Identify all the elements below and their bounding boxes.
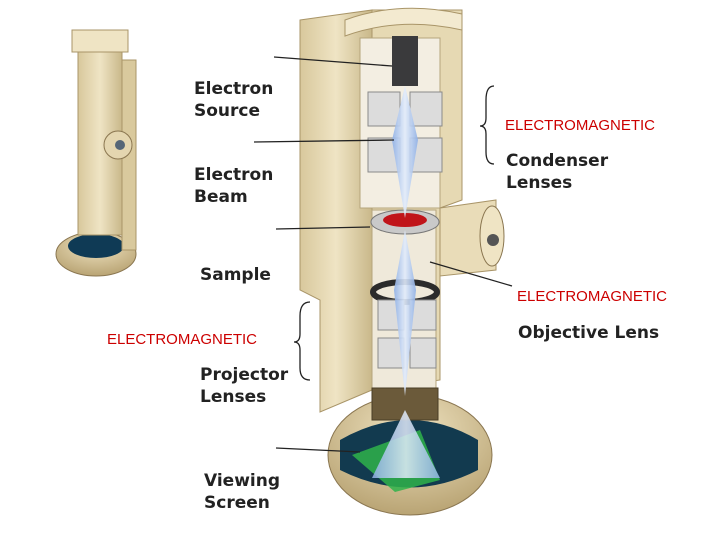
microscope-column <box>299 7 505 516</box>
objective-lens-label: Objective Lens <box>518 323 660 343</box>
small-microscope-illustration <box>55 29 137 277</box>
sample-label: Sample <box>200 265 271 285</box>
leader-lines <box>253 56 513 453</box>
objective-electromagnetic-tag: ELECTROMAGNETIC <box>517 288 668 305</box>
condenser-electromagnetic-tag: ELECTROMAGNETIC <box>505 117 656 134</box>
projector-electromagnetic-tag: ELECTROMAGNETIC <box>107 331 258 348</box>
